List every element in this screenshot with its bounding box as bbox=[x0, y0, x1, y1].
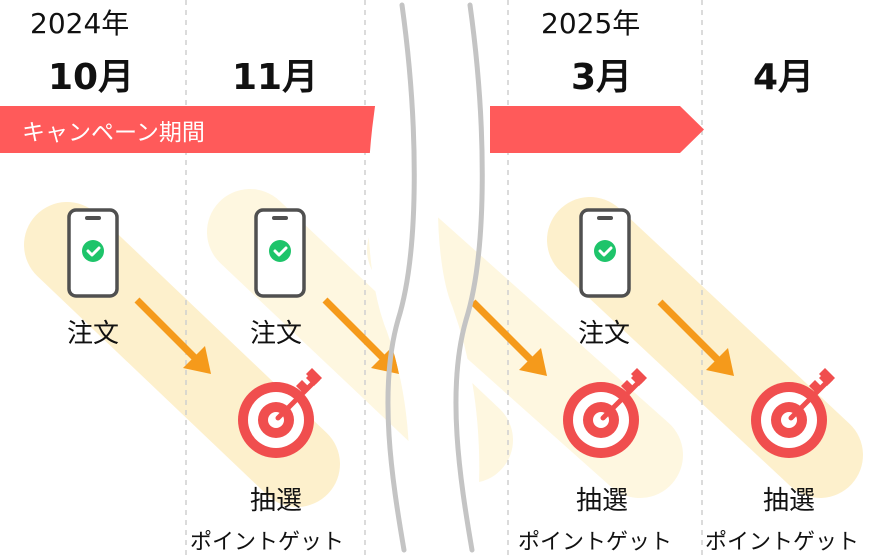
month-label-nov: 11月 bbox=[232, 57, 319, 98]
smartphone-check-icon bbox=[67, 208, 119, 298]
year-label-2025: 2025年 bbox=[541, 7, 641, 40]
order-label: 注文 bbox=[578, 319, 631, 349]
campaign-period-label: キャンペーン期間 bbox=[22, 120, 205, 146]
column-dividers bbox=[185, 0, 703, 555]
month-label-oct: 10月 bbox=[48, 57, 135, 98]
points-label: ポイントゲット bbox=[190, 530, 345, 555]
campaign-banner-right bbox=[490, 106, 704, 153]
order-label: 注文 bbox=[67, 319, 120, 349]
month-label-apr: 4月 bbox=[753, 57, 815, 98]
campaign-banner-left bbox=[0, 106, 414, 153]
points-label: ポイントゲット bbox=[705, 530, 860, 555]
lottery-label: 抽選 bbox=[250, 486, 303, 516]
lottery-label: 抽選 bbox=[576, 486, 629, 516]
smartphone-check-icon bbox=[254, 208, 306, 298]
points-label: ポイントゲット bbox=[518, 530, 673, 555]
timeline-break-icon bbox=[385, 2, 485, 553]
smartphone-check-icon bbox=[579, 208, 631, 298]
order-label: 注文 bbox=[250, 319, 303, 349]
lottery-label: 抽選 bbox=[763, 486, 816, 516]
month-label-mar: 3月 bbox=[571, 57, 633, 98]
year-label-2024: 2024年 bbox=[30, 7, 130, 40]
